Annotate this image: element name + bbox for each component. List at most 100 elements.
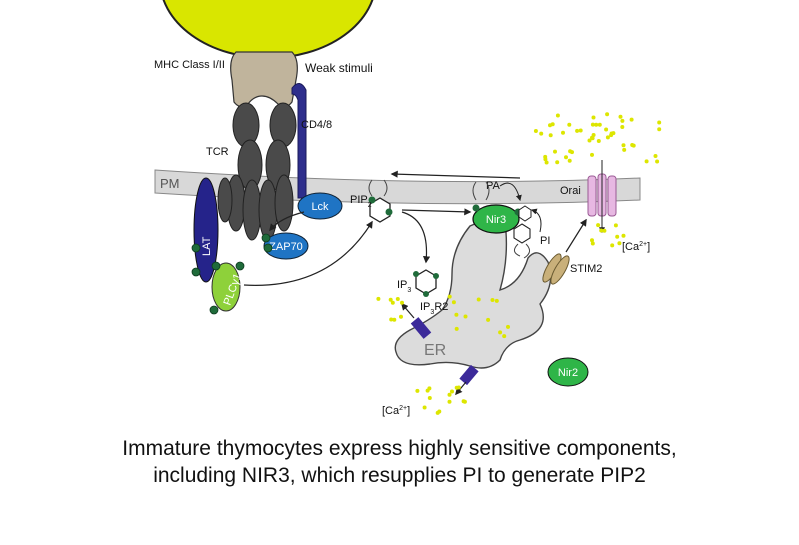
nir3-label: Nir3 — [486, 214, 506, 226]
calcium-ion — [544, 160, 549, 165]
mhc-molecule — [230, 51, 298, 108]
calcium-ion — [594, 122, 599, 127]
lck-kinase — [297, 192, 343, 220]
ip3r2-channel-lower — [459, 364, 479, 386]
calcium-ion — [655, 159, 660, 164]
calcium-label-bottom: [Ca2+] — [382, 405, 410, 417]
calcium-ion — [568, 149, 573, 154]
pip2-to-ip3-arrow — [401, 211, 431, 264]
calcium-ion — [486, 317, 491, 322]
ip3r2-channel-upper — [410, 317, 432, 339]
calcium-ion — [376, 296, 381, 301]
calcium-ion — [399, 314, 403, 319]
calcium-ion — [564, 155, 568, 160]
calcium-ion — [543, 157, 548, 162]
calcium-ion — [609, 133, 614, 138]
orai-label: Orai — [560, 185, 581, 197]
calcium-ion — [615, 234, 620, 239]
calcium-ion — [476, 297, 481, 302]
calcium-ion — [590, 152, 594, 157]
mhc-label: MHC Class I/II — [154, 59, 225, 71]
calcium-ion — [629, 117, 634, 122]
calcium-ion — [620, 118, 625, 123]
calcium-ion — [451, 300, 456, 305]
calcium-ion — [597, 122, 602, 127]
calcium-ion — [539, 131, 544, 136]
endoplasmic-reticulum — [394, 218, 552, 369]
calcium-ion — [400, 300, 404, 305]
calcium-ion — [506, 324, 510, 329]
calcium-ion — [605, 135, 610, 140]
calcium-ion — [657, 127, 662, 132]
ip3-molecule — [415, 269, 437, 295]
pi-molecule — [513, 223, 531, 244]
calcium-ion — [618, 114, 623, 119]
calcium-ion — [590, 241, 595, 246]
caption-line-1: Immature thymocytes express highly sensi… — [122, 437, 677, 460]
calcium-ion — [494, 298, 499, 303]
lat-adaptor — [193, 177, 219, 283]
calcium-ion — [390, 300, 395, 305]
calcium-ion — [644, 159, 649, 164]
caption-line-2: including NIR3, which resupplies PI to g… — [153, 464, 646, 487]
calcium-ion — [602, 228, 607, 233]
cd48-label: CD4/8 — [301, 119, 332, 131]
calcium-ion — [502, 334, 507, 339]
pa-label: PA — [486, 180, 501, 192]
calcium-ion — [604, 127, 609, 132]
calcium-ion — [575, 128, 580, 133]
calcium-ion — [657, 120, 662, 125]
zap70-label: ZAP70 — [269, 241, 303, 253]
calcium-ion — [447, 399, 452, 404]
calcium-ion — [389, 317, 394, 322]
calcium-ion — [653, 154, 658, 158]
stim2-to-orai-arrow — [565, 218, 587, 253]
lat-label: LAT — [201, 236, 213, 256]
ip3r2-label: IP3R2 — [420, 301, 448, 316]
calcium-ion — [548, 133, 553, 138]
pi-label: PI — [540, 235, 550, 247]
calcium-ion — [555, 160, 560, 165]
apc-cell — [162, 0, 374, 59]
plcg1-enzyme — [211, 262, 241, 312]
stim2-protein — [542, 253, 570, 285]
calcium-ion — [621, 233, 626, 238]
calcium-ion — [591, 115, 596, 120]
calcium-ion — [447, 392, 452, 397]
weak-stimuli-label: Weak stimuli — [305, 61, 373, 75]
calcium-ion — [591, 133, 596, 137]
pa-to-nir3-arrow — [499, 182, 522, 202]
calcium-ion — [461, 399, 466, 404]
calcium-ion — [617, 241, 622, 246]
calcium-ion — [456, 385, 461, 390]
calcium-ion — [415, 388, 420, 393]
calcium-label-right: [Ca2+] — [622, 241, 650, 253]
calcium-ion — [392, 317, 397, 322]
nir2-protein — [547, 357, 589, 387]
calcium-ion — [590, 238, 594, 243]
calcium-ion — [630, 143, 635, 147]
lck-to-zap70-arrow — [269, 211, 305, 232]
calcium-ion — [454, 312, 459, 317]
er-label: ER — [424, 342, 446, 359]
calcium-ion — [454, 326, 459, 331]
signaling-diagram: PM MHC Class I/II TCR Weak stimuli CD4/8… — [154, 0, 662, 417]
calcium-ion — [578, 128, 583, 133]
calcium-ion — [435, 410, 440, 415]
calcium-ion — [427, 396, 432, 400]
cd48-coreceptor — [291, 83, 307, 199]
calcium-ions — [376, 112, 662, 415]
pip2-label: PIP2 — [350, 194, 372, 209]
pa-to-pip2-arrow — [390, 170, 521, 179]
zap70-kinase — [263, 232, 309, 260]
calcium-ion — [599, 228, 604, 233]
orai-channel — [587, 173, 617, 217]
stim2-label: STIM2 — [570, 263, 602, 275]
calcium-ion — [613, 223, 618, 228]
calcium-ion — [450, 389, 454, 394]
calcium-ion — [395, 297, 400, 301]
calcium-ion — [590, 122, 595, 127]
calcium-ion — [620, 125, 625, 129]
calcium-ion — [605, 112, 610, 117]
